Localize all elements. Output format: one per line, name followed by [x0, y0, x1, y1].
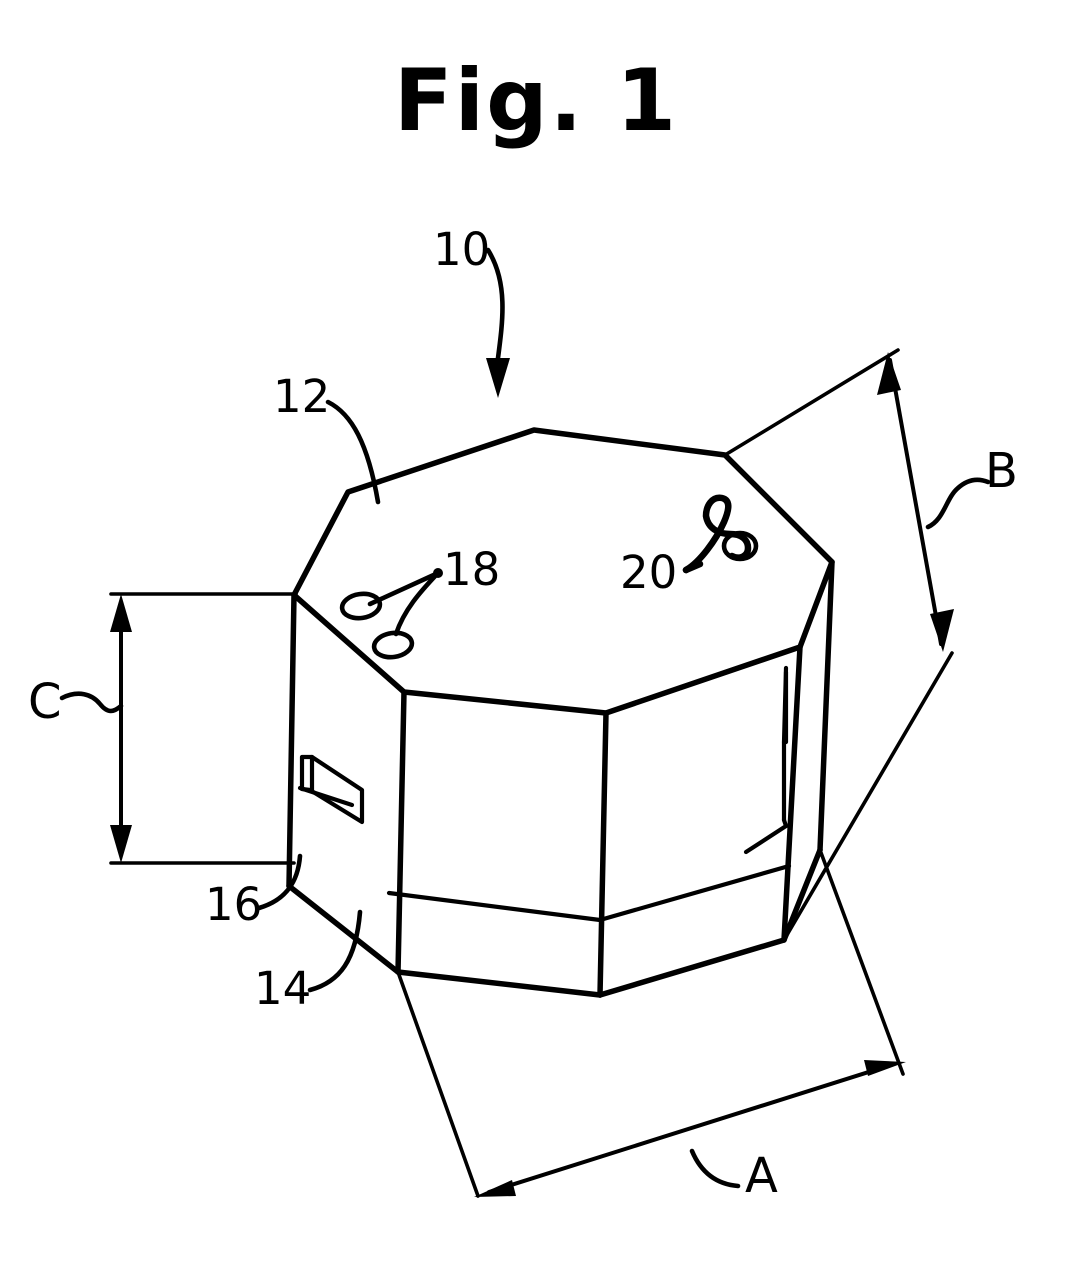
reference-label-20: 20 [620, 546, 677, 599]
dimension-b: B [723, 348, 1018, 942]
arrowhead-10 [486, 358, 510, 398]
arrowhead-b-bottom [930, 609, 954, 652]
reference-callout-12: 12 [273, 370, 381, 505]
arrowhead-b-top [877, 352, 901, 395]
reference-callout-18: 18 [367, 543, 500, 637]
dimension-label-b: B [985, 443, 1018, 499]
feature-20-knob [721, 530, 759, 562]
figure-title: Fig. 1 [394, 51, 678, 151]
dimension-c: C [28, 592, 298, 865]
arrowhead-a-right [864, 1060, 906, 1076]
arrowhead-a-left [474, 1180, 516, 1197]
top-face-holes-18 [339, 591, 415, 660]
hole-18-upper [339, 591, 383, 621]
arrowhead-c-bottom [110, 825, 132, 863]
dimension-label-c: C [28, 674, 62, 730]
body-side-walls [286, 559, 835, 998]
reference-callout-10: 10 [433, 223, 510, 398]
reference-callout-20: 20 [620, 546, 677, 599]
reference-label-18: 18 [443, 543, 500, 596]
reference-callout-16: 16 [205, 853, 303, 931]
body-lower-band [386, 863, 792, 923]
reference-label-16: 16 [205, 878, 262, 931]
arrowhead-c-top [110, 594, 132, 632]
reference-callout-14: 14 [254, 909, 363, 1015]
leader-junction-18 [433, 568, 443, 578]
hole-18-lower [371, 630, 415, 660]
reference-label-14: 14 [254, 962, 311, 1015]
reference-label-12: 12 [273, 370, 330, 423]
top-face-feature-20 [682, 494, 759, 574]
dimension-label-a: A [745, 1148, 778, 1204]
reference-label-10: 10 [433, 223, 490, 276]
dimension-a: A [396, 848, 906, 1204]
body-right-angled-face [743, 665, 789, 855]
side-wall-opening-16 [297, 754, 365, 825]
